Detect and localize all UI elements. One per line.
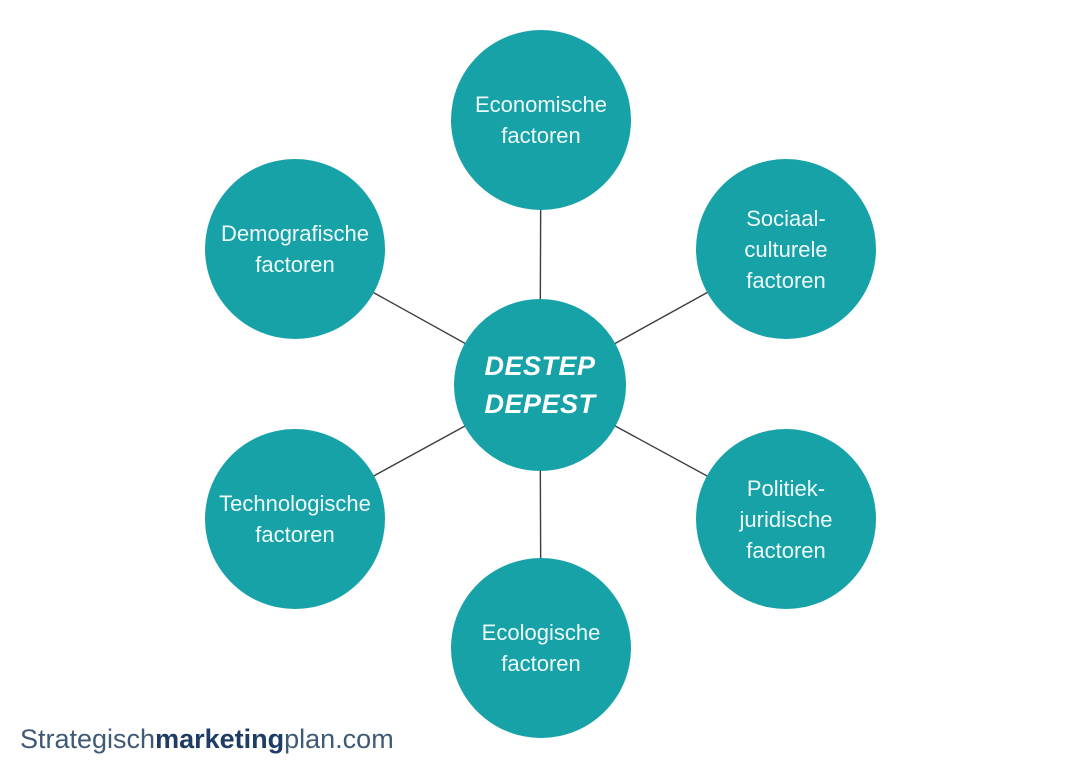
node-label: Technologische factoren (219, 491, 371, 547)
node-economische-factoren: Economische factoren (451, 30, 631, 210)
center-node-destep-depest: DESTEP DEPEST (454, 299, 626, 471)
center-label-line2: DEPEST (484, 389, 596, 419)
node-label: Demografische factoren (221, 221, 369, 277)
node-label: Politiek-juridische factoren (739, 475, 833, 563)
node-label: Sociaal-culturele factoren (744, 205, 828, 293)
node-technologische-factoren: Technologische factoren (205, 429, 385, 609)
node-ecologische-factoren: Ecologische factoren (451, 558, 631, 738)
watermark-brand-regular: Strategisch (20, 724, 156, 754)
center-label-line1: DESTEP (484, 351, 596, 381)
watermark-brand-regular: plan.com (284, 724, 394, 754)
watermark-brand: Strategischmarketingplan.com (20, 722, 394, 756)
node-label: Ecologische factoren (481, 620, 601, 676)
node-politiek-juridische-factoren: Politiek-juridische factoren (696, 429, 876, 609)
watermark-brand-bold: marketing (155, 724, 285, 754)
node-demografische-factoren: Demografische factoren (205, 159, 385, 339)
node-sociaal-culturele-factoren: Sociaal-culturele factoren (696, 159, 876, 339)
node-label: Economische factoren (474, 92, 608, 148)
